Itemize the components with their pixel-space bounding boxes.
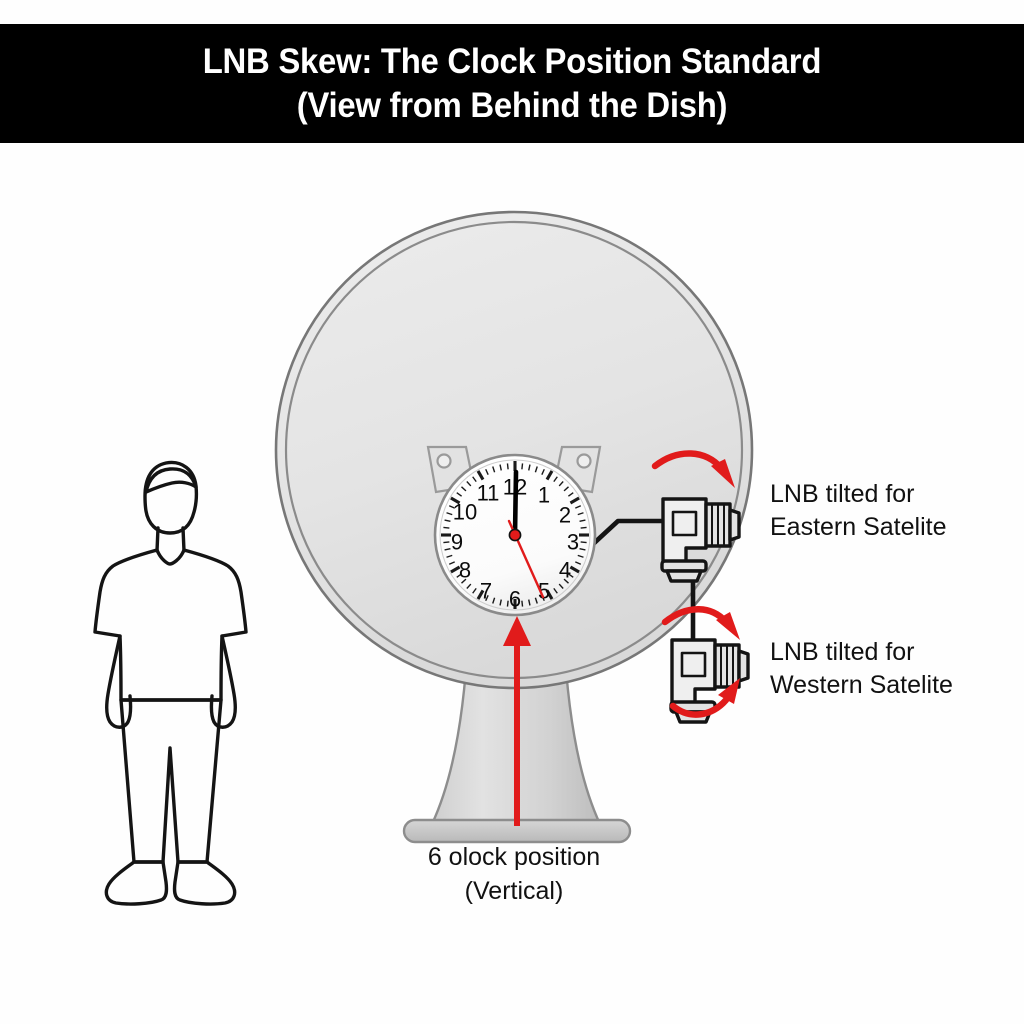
clock-numeral-4: 4 (559, 558, 571, 583)
lnb-west-panel (680, 651, 707, 678)
clock-numeral-7: 7 (480, 579, 492, 604)
clock-center-pin (508, 528, 522, 542)
satellite-dish (274, 210, 754, 690)
person-left-arm (104, 634, 133, 729)
lnb-west-unit (661, 606, 750, 724)
person-right-arm (209, 634, 238, 729)
clock-tick-marks (441, 461, 589, 609)
lnb-west-label: LNB tilted for Western Satelite (770, 636, 953, 702)
person-trousers (119, 698, 223, 864)
title-line-1: LNB Skew: The Clock Position Standard (202, 41, 822, 81)
clock-numeral-11: 11 (477, 481, 500, 506)
vertical-marker-caption-line1: 6 olock position (427, 843, 601, 871)
person-shirt (93, 548, 248, 702)
person-hair (144, 467, 198, 494)
title-line-2: (View from Behind the Dish) (296, 85, 728, 125)
clock-numeral-2: 2 (559, 503, 571, 528)
clock-numerals: 12 1 2 3 4 5 6 7 8 9 10 11 (451, 475, 579, 612)
lnb-west-label-line2: Western Satelite (770, 671, 953, 699)
clock-face: 12 1 2 3 4 5 6 7 8 9 10 11 (433, 453, 597, 617)
lnb-west-rotation-arrow-bottom (669, 678, 740, 718)
lnb-west-rotation-arrow-top (661, 606, 740, 640)
person-figure (93, 460, 248, 906)
title-banner: LNB Skew: The Clock Position Standard (V… (0, 24, 1024, 143)
lnb-east-unit (651, 450, 741, 583)
person-head (143, 460, 199, 535)
clock-numeral-5: 5 (538, 579, 550, 604)
clock-numeral-1: 1 (538, 483, 550, 508)
vertical-marker-caption: 6 olock position (Vertical) (0, 840, 1024, 908)
lnb-west-cap (737, 649, 750, 683)
lnb-east-rotation-arrow (651, 450, 735, 488)
clock-numeral-3: 3 (567, 530, 579, 555)
lnb-east-label: LNB tilted for Eastern Satelite (770, 478, 947, 544)
vertical-reference-arrow (503, 616, 531, 826)
lnb-east-cap (728, 508, 741, 542)
clock-numeral-10: 10 (453, 500, 477, 525)
clock-minute-hand (512, 469, 519, 538)
clock-numeral-6: 6 (509, 587, 521, 612)
lnb-west-body (670, 638, 717, 705)
lnb-east-label-line2: Eastern Satelite (770, 513, 947, 541)
clock-numeral-9: 9 (451, 530, 463, 555)
vertical-marker-caption-line2: (Vertical) (464, 877, 564, 905)
clock-numeral-8: 8 (459, 558, 471, 583)
lnb-west-label-line1: LNB tilted for (770, 638, 915, 666)
person-right-shoe (172, 860, 237, 906)
lnb-east-label-line1: LNB tilted for (770, 480, 915, 508)
lnb-east-panel (671, 510, 698, 537)
person-left-shoe (104, 860, 169, 906)
person-neck (155, 526, 186, 553)
